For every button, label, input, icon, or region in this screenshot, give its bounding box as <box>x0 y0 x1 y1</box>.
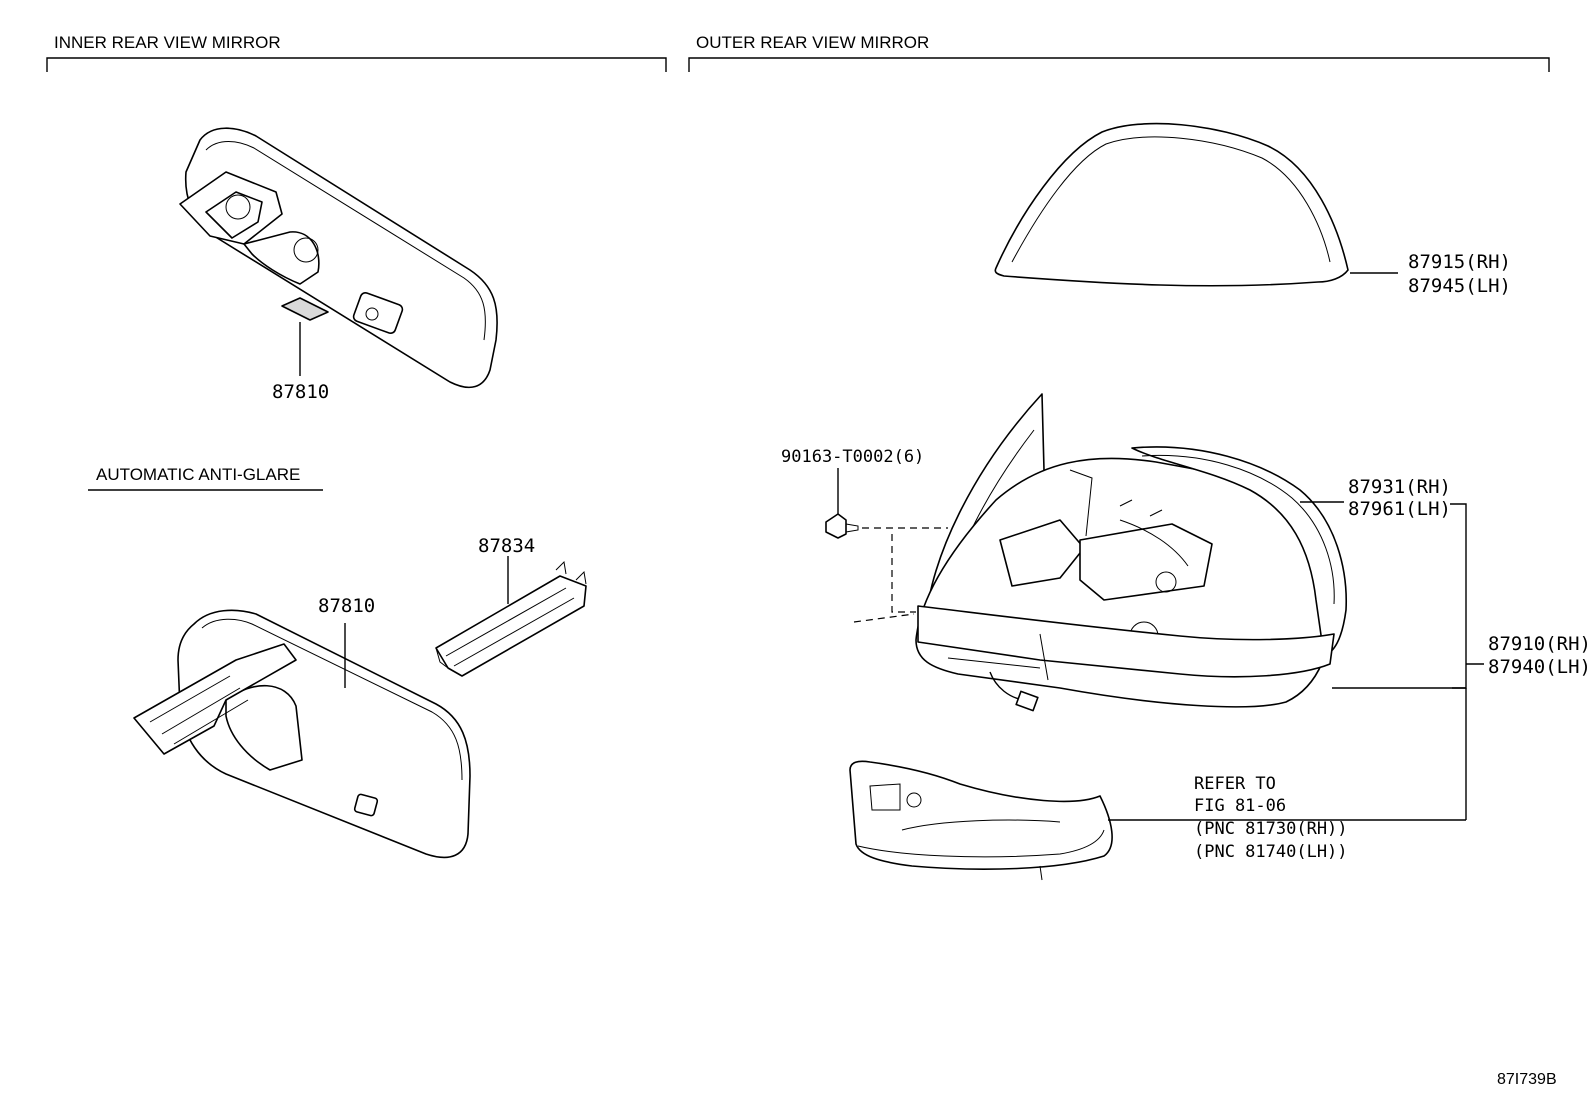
cover-rh-part-number: 87915(RH) <box>1408 251 1511 273</box>
inner-section-title: INNER REAR VIEW MIRROR <box>54 33 281 52</box>
turn-lamp-drawing <box>849 760 1466 881</box>
anti-glare-header: AUTOMATIC ANTI-GLARE <box>88 465 323 491</box>
outer-section-title: OUTER REAR VIEW MIRROR <box>696 33 929 52</box>
inner-mirror-part-number: 87810 <box>272 381 329 403</box>
reference-line-1: REFER TO <box>1194 774 1276 794</box>
inner-section-header: INNER REAR VIEW MIRROR <box>46 33 667 72</box>
reference-line-2: FIG 81-06 <box>1194 796 1286 816</box>
anti-glare-title: AUTOMATIC ANTI-GLARE <box>96 465 300 484</box>
inner-mirror-drawing: 87810 <box>179 127 498 403</box>
reference-line-3: (PNC 81730(RH)) <box>1194 819 1348 839</box>
assy-rh-part-number: 87910(RH) <box>1488 633 1591 655</box>
figure-id: 87I739B <box>1497 1071 1557 1088</box>
mirror-cover-drawing: 87915(RH) 87945(LH) <box>994 122 1511 297</box>
glass-callout: 87931(RH) 87961(LH) <box>1300 476 1467 689</box>
anti-glare-mirror-part-number: 87810 <box>318 595 375 617</box>
reference-note: REFER TO FIG 81-06 (PNC 81730(RH)) (PNC … <box>1194 774 1348 862</box>
anti-glare-mirror-drawing: 87810 <box>133 595 471 859</box>
outer-section-header: OUTER REAR VIEW MIRROR <box>688 33 1550 72</box>
screw-drawing: 90163-T0002(6) <box>781 447 948 623</box>
cover-lh-part-number: 87945(LH) <box>1408 275 1511 297</box>
bracket-part-number: 87834 <box>478 535 535 557</box>
mirror-assembly-drawing <box>915 393 1348 712</box>
assembly-callout: 87910(RH) 87940(LH) <box>1332 633 1591 820</box>
glass-lh-part-number: 87961(LH) <box>1348 498 1451 520</box>
screw-part-number: 90163-T0002(6) <box>781 447 924 467</box>
assy-lh-part-number: 87940(LH) <box>1488 656 1591 678</box>
bracket-drawing: 87834 <box>435 535 587 677</box>
reference-line-4: (PNC 81740(LH)) <box>1194 842 1348 862</box>
glass-rh-part-number: 87931(RH) <box>1348 476 1451 498</box>
